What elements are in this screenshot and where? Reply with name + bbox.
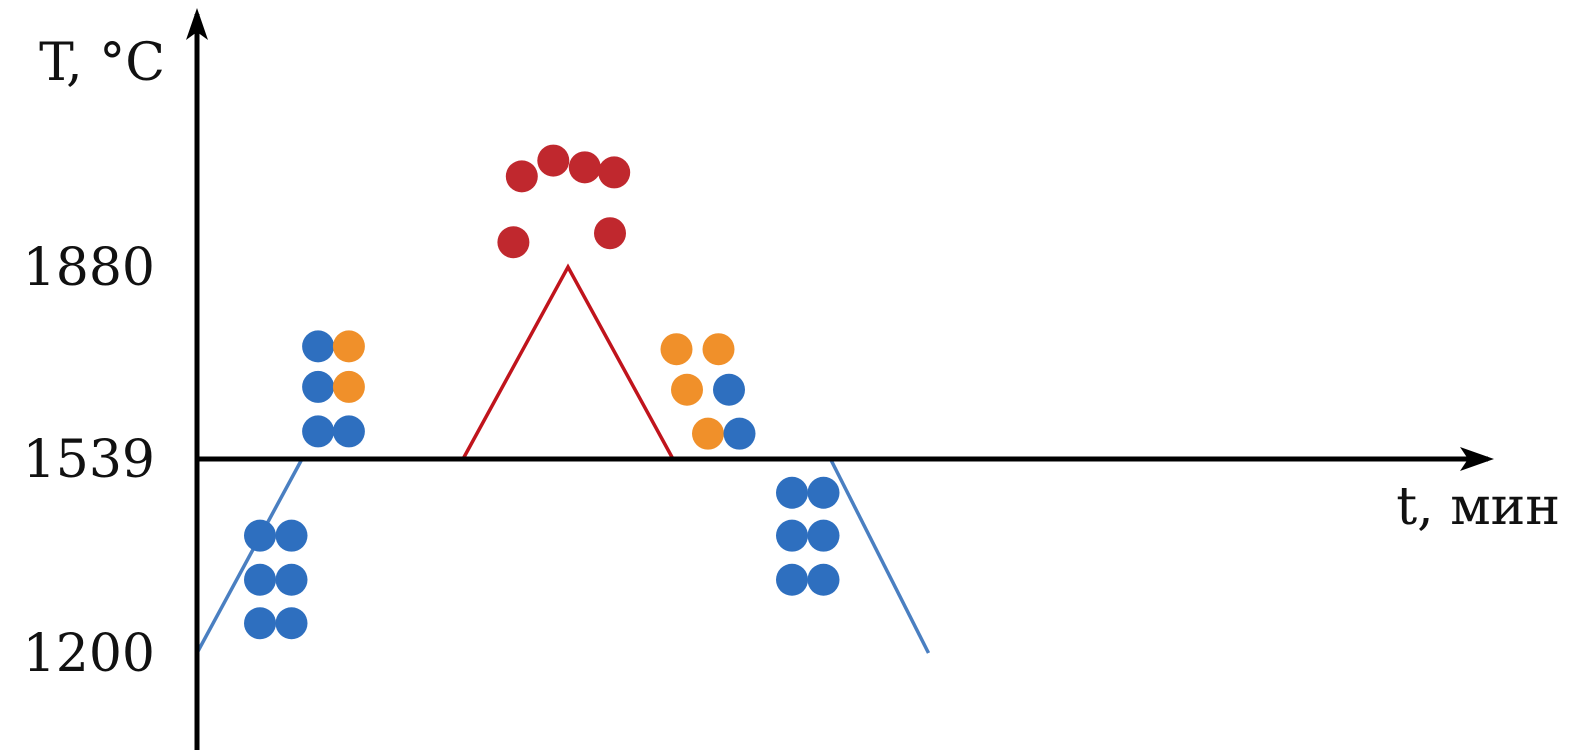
tick-labels: 1200 1539 1880 xyxy=(23,238,155,684)
particle-group-solid xyxy=(776,476,840,596)
atom-dot xyxy=(302,330,335,363)
atom-dot xyxy=(713,373,745,406)
series-line-cooling-solid xyxy=(828,458,931,654)
series-line-heating-solid xyxy=(195,458,304,654)
y-axis-arrow-icon xyxy=(186,8,208,40)
atom-dot xyxy=(776,563,808,596)
particle-group-mixed xyxy=(302,330,365,448)
atom-dot xyxy=(275,607,308,640)
atom-dot xyxy=(807,563,840,596)
atom-dot xyxy=(807,519,840,552)
atom-dot xyxy=(598,156,631,189)
atom-dot xyxy=(332,415,365,448)
atom-dot xyxy=(497,226,530,259)
y-tick-label: 1880 xyxy=(23,238,155,298)
atom-dot xyxy=(302,370,335,403)
atom-dot xyxy=(776,476,808,509)
x-axis-label: t, мин xyxy=(1396,477,1560,537)
atom-dot xyxy=(723,417,756,450)
atom-dot xyxy=(244,519,276,552)
y-axis-label: T, °C xyxy=(39,33,165,93)
atom-dot xyxy=(692,417,724,450)
atom-dot xyxy=(244,607,276,640)
atom-dot xyxy=(660,333,693,366)
atom-dot xyxy=(671,373,703,406)
atom-dot xyxy=(302,415,335,448)
atom-dot xyxy=(275,563,308,596)
atom-dot xyxy=(568,151,601,184)
y-tick-label: 1200 xyxy=(23,624,155,684)
atom-dot xyxy=(594,217,626,250)
particle-group-liquid xyxy=(497,144,631,259)
particles-layer xyxy=(244,144,840,640)
atom-dot xyxy=(332,370,365,403)
atom-dot xyxy=(702,333,735,366)
atom-dot xyxy=(244,563,276,596)
atom-dot xyxy=(275,519,308,552)
y-tick-label: 1539 xyxy=(23,430,155,490)
x-axis-arrow-icon xyxy=(1460,447,1494,471)
atom-dot xyxy=(776,519,808,552)
atom-dot xyxy=(537,144,570,177)
atom-dot xyxy=(807,476,840,509)
atom-dot xyxy=(332,330,365,363)
atom-dot xyxy=(505,160,538,193)
particle-group-mixed xyxy=(660,333,756,450)
series-line-liquid-peak xyxy=(461,263,675,460)
particle-group-solid xyxy=(244,519,308,640)
